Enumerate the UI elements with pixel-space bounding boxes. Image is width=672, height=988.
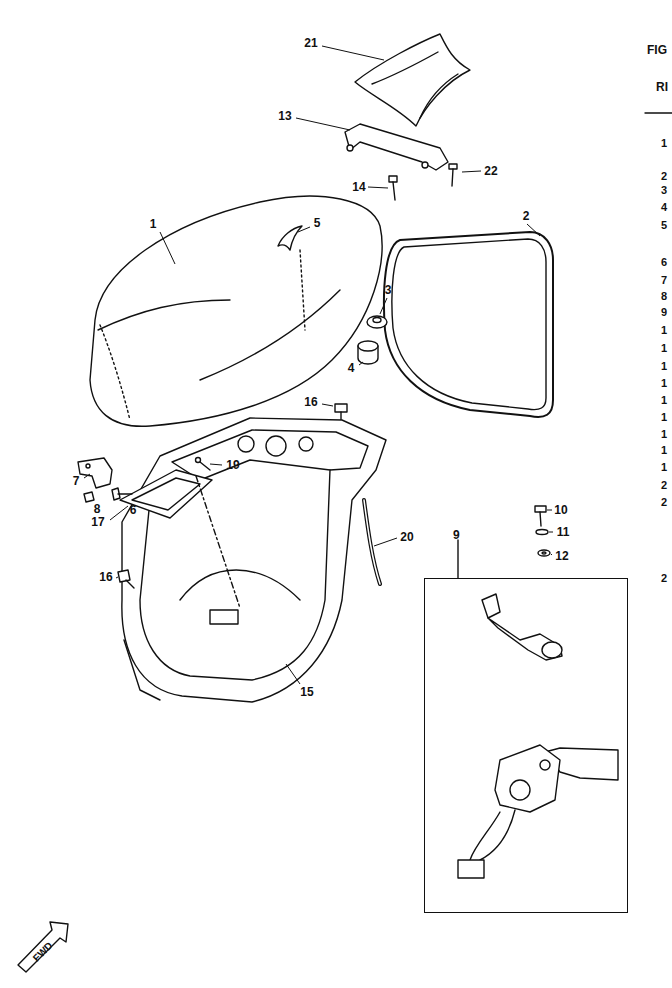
callout-number: 6 — [130, 504, 137, 516]
callout-number: 20 — [400, 531, 413, 543]
callout-number: 3 — [661, 185, 667, 196]
callout-number: 22 — [484, 165, 497, 177]
callout-number: RI — [656, 81, 668, 93]
callout-number: 1 — [661, 361, 667, 372]
callout-number: 5 — [314, 217, 321, 229]
assembly-box: 9 — [424, 578, 628, 913]
callout-number: 1 — [661, 429, 667, 440]
callout-number: 1 — [150, 218, 157, 230]
callout-number: 1 — [661, 462, 667, 473]
callout-number: 7 — [661, 275, 667, 286]
callout-number: 3 — [385, 284, 392, 296]
callout-number: 4 — [348, 362, 355, 374]
callout-number: 15 — [300, 686, 313, 698]
callout-number: 1 — [661, 343, 667, 354]
callout-number: 2 — [661, 171, 667, 182]
callout-number: FIG — [647, 44, 667, 56]
callout-number: 9 — [661, 307, 667, 318]
callout-number: 1 — [661, 325, 667, 336]
callout-number: 1 — [661, 395, 667, 406]
callout-number: 1 — [661, 378, 667, 389]
callout-number: 8 — [661, 291, 667, 302]
callout-number: 16 — [304, 396, 317, 408]
callout-number: 13 — [278, 110, 291, 122]
callout-number: 2 — [523, 210, 530, 222]
callout-number: 6 — [661, 257, 667, 268]
callout-number: 1 — [661, 412, 667, 423]
callout-number: 5 — [661, 220, 667, 231]
callout-number: 2 — [661, 573, 667, 584]
callout-number: 16 — [99, 571, 112, 583]
callout-number: FWD — [31, 940, 54, 963]
callout-number: 4 — [661, 202, 667, 213]
callout-number: 21 — [304, 37, 317, 49]
callout-number: 10 — [554, 504, 567, 516]
callout-number: 8 — [94, 503, 101, 515]
callout-number: 9 — [453, 529, 460, 541]
callout-number: 11 — [557, 526, 570, 538]
callout-number: 1 — [661, 138, 667, 149]
callout-number: 14 — [352, 181, 365, 193]
callout-number: 7 — [73, 475, 80, 487]
callout-number: 12 — [555, 550, 568, 562]
callout-number: 19 — [226, 459, 239, 471]
callout-number: 17 — [91, 516, 104, 528]
callout-number: 2 — [661, 480, 667, 491]
callout-number: 2 — [661, 497, 667, 508]
callout-number: 1 — [661, 445, 667, 456]
